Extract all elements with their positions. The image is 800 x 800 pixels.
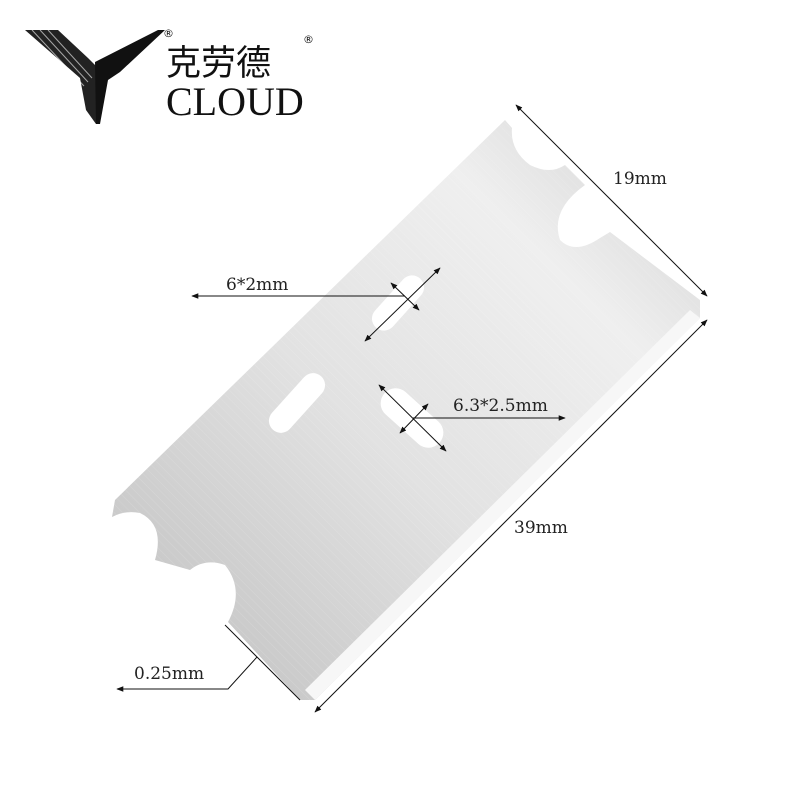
upper-slot-dimension: 6*2mm: [191, 267, 441, 342]
thickness-dimension: 0.25mm: [116, 624, 301, 701]
width-label: 19mm: [613, 169, 667, 189]
width-dimension: 19mm: [515, 104, 708, 297]
lower-slot-label: 6.3*2.5mm: [453, 396, 548, 416]
registered-mark: ®: [163, 27, 174, 40]
middle-slot: [268, 373, 326, 433]
razor-blade: [112, 120, 700, 700]
registered-mark-2: ®: [303, 33, 314, 46]
brand-name-chinese: 克劳德: [166, 44, 271, 84]
thickness-label: 0.25mm: [134, 664, 204, 684]
brand-name-english: CLOUD: [166, 79, 304, 124]
length-label: 39mm: [514, 518, 568, 538]
lower-slot-dimension: 6.3*2.5mm: [378, 384, 566, 452]
winged-y-logo-icon: [25, 29, 165, 124]
upper-slot-label: 6*2mm: [226, 275, 288, 295]
length-dimension: 39mm: [314, 319, 708, 713]
